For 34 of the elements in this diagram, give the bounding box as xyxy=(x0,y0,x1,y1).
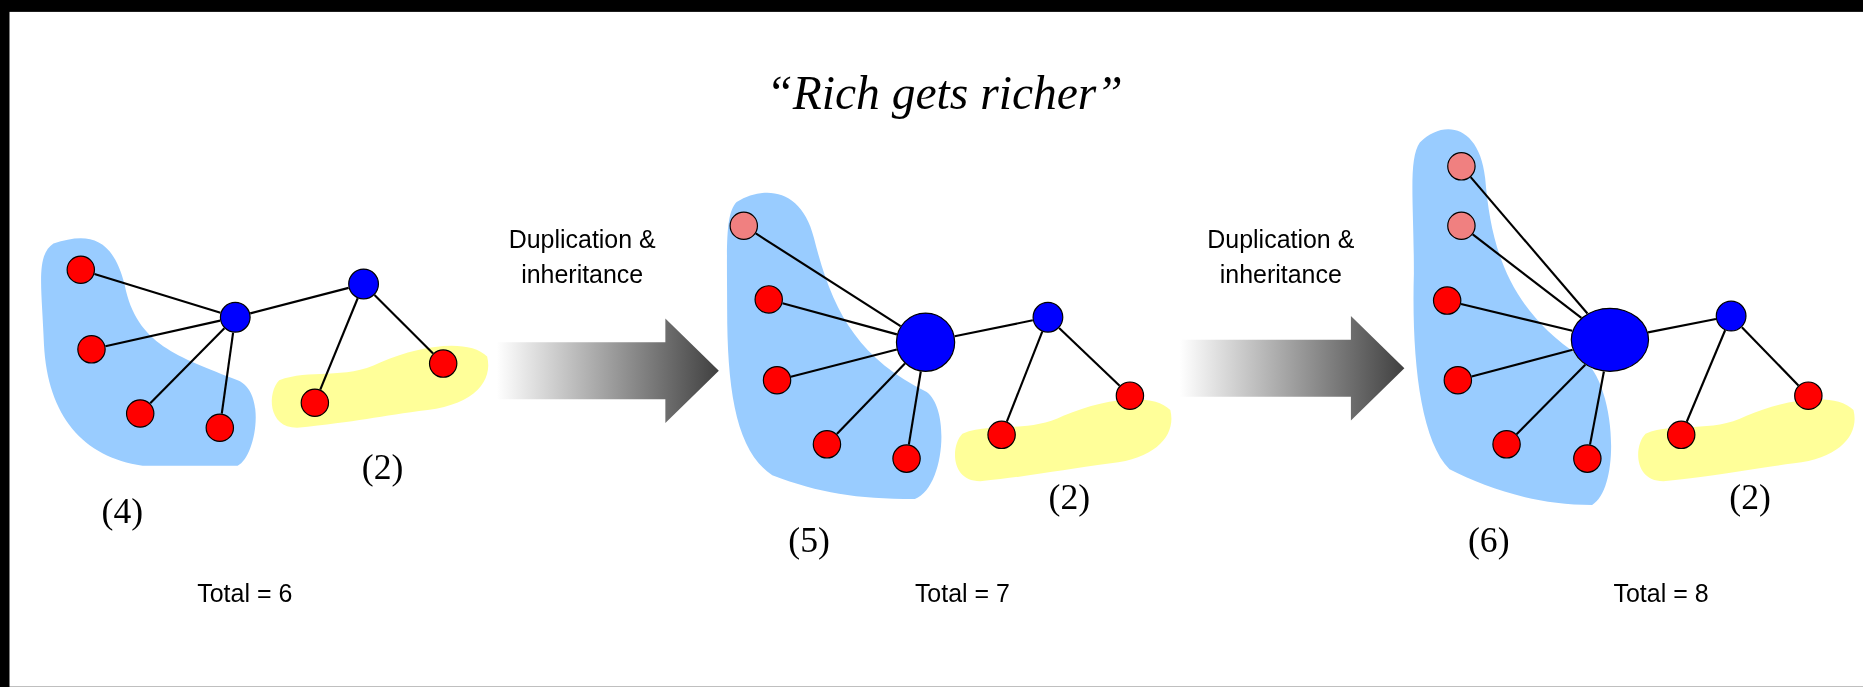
connector-line xyxy=(149,327,226,405)
connector-line xyxy=(1469,176,1589,315)
count-label: (5) xyxy=(788,520,830,561)
connector-line xyxy=(373,294,434,355)
connector-line xyxy=(94,272,221,314)
connector-line xyxy=(1058,327,1121,387)
connector-line xyxy=(1460,302,1573,332)
total-label: Total = 8 xyxy=(1613,579,1709,609)
connector-line xyxy=(1741,326,1800,387)
connector-line xyxy=(220,332,235,414)
connector-line xyxy=(319,297,359,390)
connector-line xyxy=(790,348,898,378)
title: “Rich gets richer” xyxy=(766,64,1123,121)
count-label: (4) xyxy=(101,490,144,532)
total-label: Total = 6 xyxy=(197,579,293,609)
connector-line xyxy=(1005,331,1044,422)
connector-line xyxy=(1471,348,1573,378)
count-label: (2) xyxy=(1729,476,1771,517)
connector-line xyxy=(249,286,349,315)
connector-line xyxy=(1588,371,1605,445)
count-label: (2) xyxy=(1048,476,1091,517)
connector-line xyxy=(105,319,221,348)
count-label: (2) xyxy=(361,446,404,488)
total-label: Total = 7 xyxy=(914,579,1010,609)
connector-line xyxy=(1647,317,1717,334)
connector-line xyxy=(755,232,902,328)
connector-line xyxy=(907,371,922,445)
connector-line xyxy=(782,302,898,336)
connector-line xyxy=(1472,233,1582,319)
connector-line xyxy=(1515,364,1587,435)
connector-line xyxy=(954,319,1034,338)
connector-line xyxy=(836,362,906,435)
count-label: (6) xyxy=(1467,520,1510,561)
connector-line xyxy=(1685,329,1727,423)
